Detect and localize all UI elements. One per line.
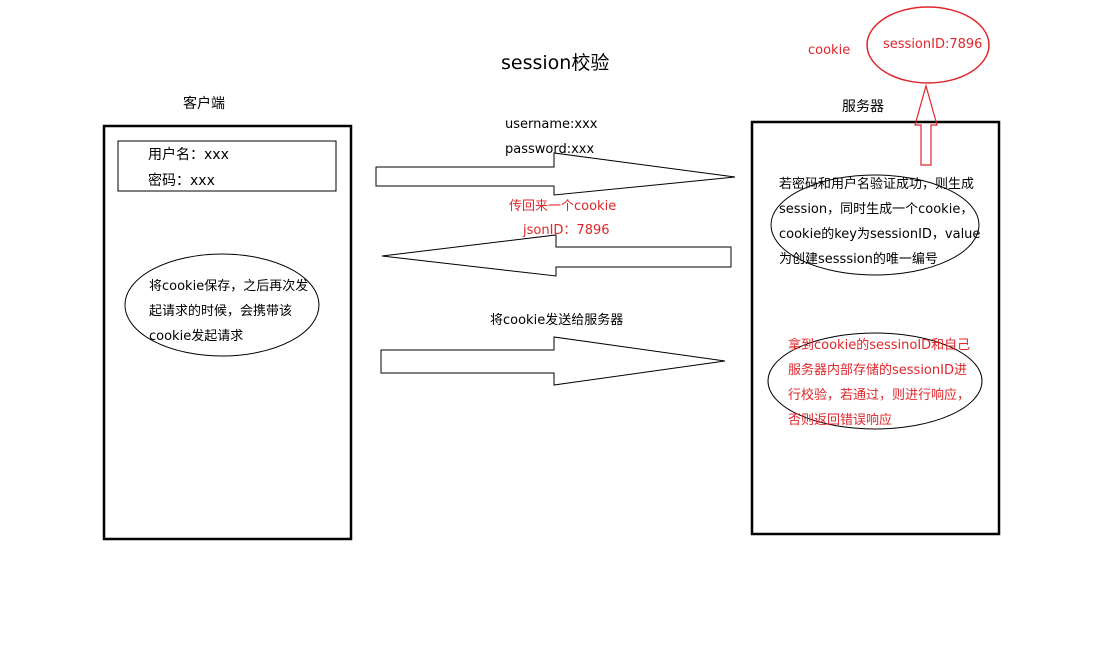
server-note2: 拿到cookie的sessinoID和自己服务器内部存储的sessionID进行…: [788, 338, 971, 428]
session-up-arrow: [914, 83, 938, 166]
session-id-ellipse: [866, 6, 990, 84]
arrow2-cookie-label: 传回来一个cookie: [509, 199, 617, 214]
login-request-arrow: [375, 152, 736, 196]
username-line: 用户名：xxx: [148, 147, 229, 163]
arrow1-password: password:xxx: [505, 142, 595, 157]
arrow1-username: username:xxx: [505, 117, 598, 132]
server-box: [750, 120, 1001, 536]
send-cookie-arrow: [380, 336, 726, 386]
arrow3-label: 将cookie发送给服务器: [490, 313, 624, 328]
credentials-box: [117, 140, 337, 192]
server-note1-ellipse: [770, 174, 980, 276]
client-box: [102, 124, 353, 541]
session-id-label: sessionID:7896: [883, 37, 983, 52]
diagram-title: session校验: [501, 52, 610, 74]
server-note1: 若密码和用户名验证成功，则生成session，同时生成一个cookie，cook…: [779, 177, 981, 267]
cookie-return-arrow: [381, 234, 732, 277]
password-line: 密码：xxx: [148, 173, 215, 189]
client-note: 将cookie保存，之后再次发起请求的时候，会携带该cookie发起请求: [149, 279, 309, 344]
client-note-ellipse: [124, 253, 320, 357]
server-note2-ellipse: [767, 332, 983, 430]
arrow2-jsonid-label: jsonID：7896: [523, 223, 610, 238]
server-label: 服务器: [842, 99, 884, 115]
cookie-label: cookie: [808, 43, 851, 58]
client-label: 客户端: [183, 96, 225, 112]
